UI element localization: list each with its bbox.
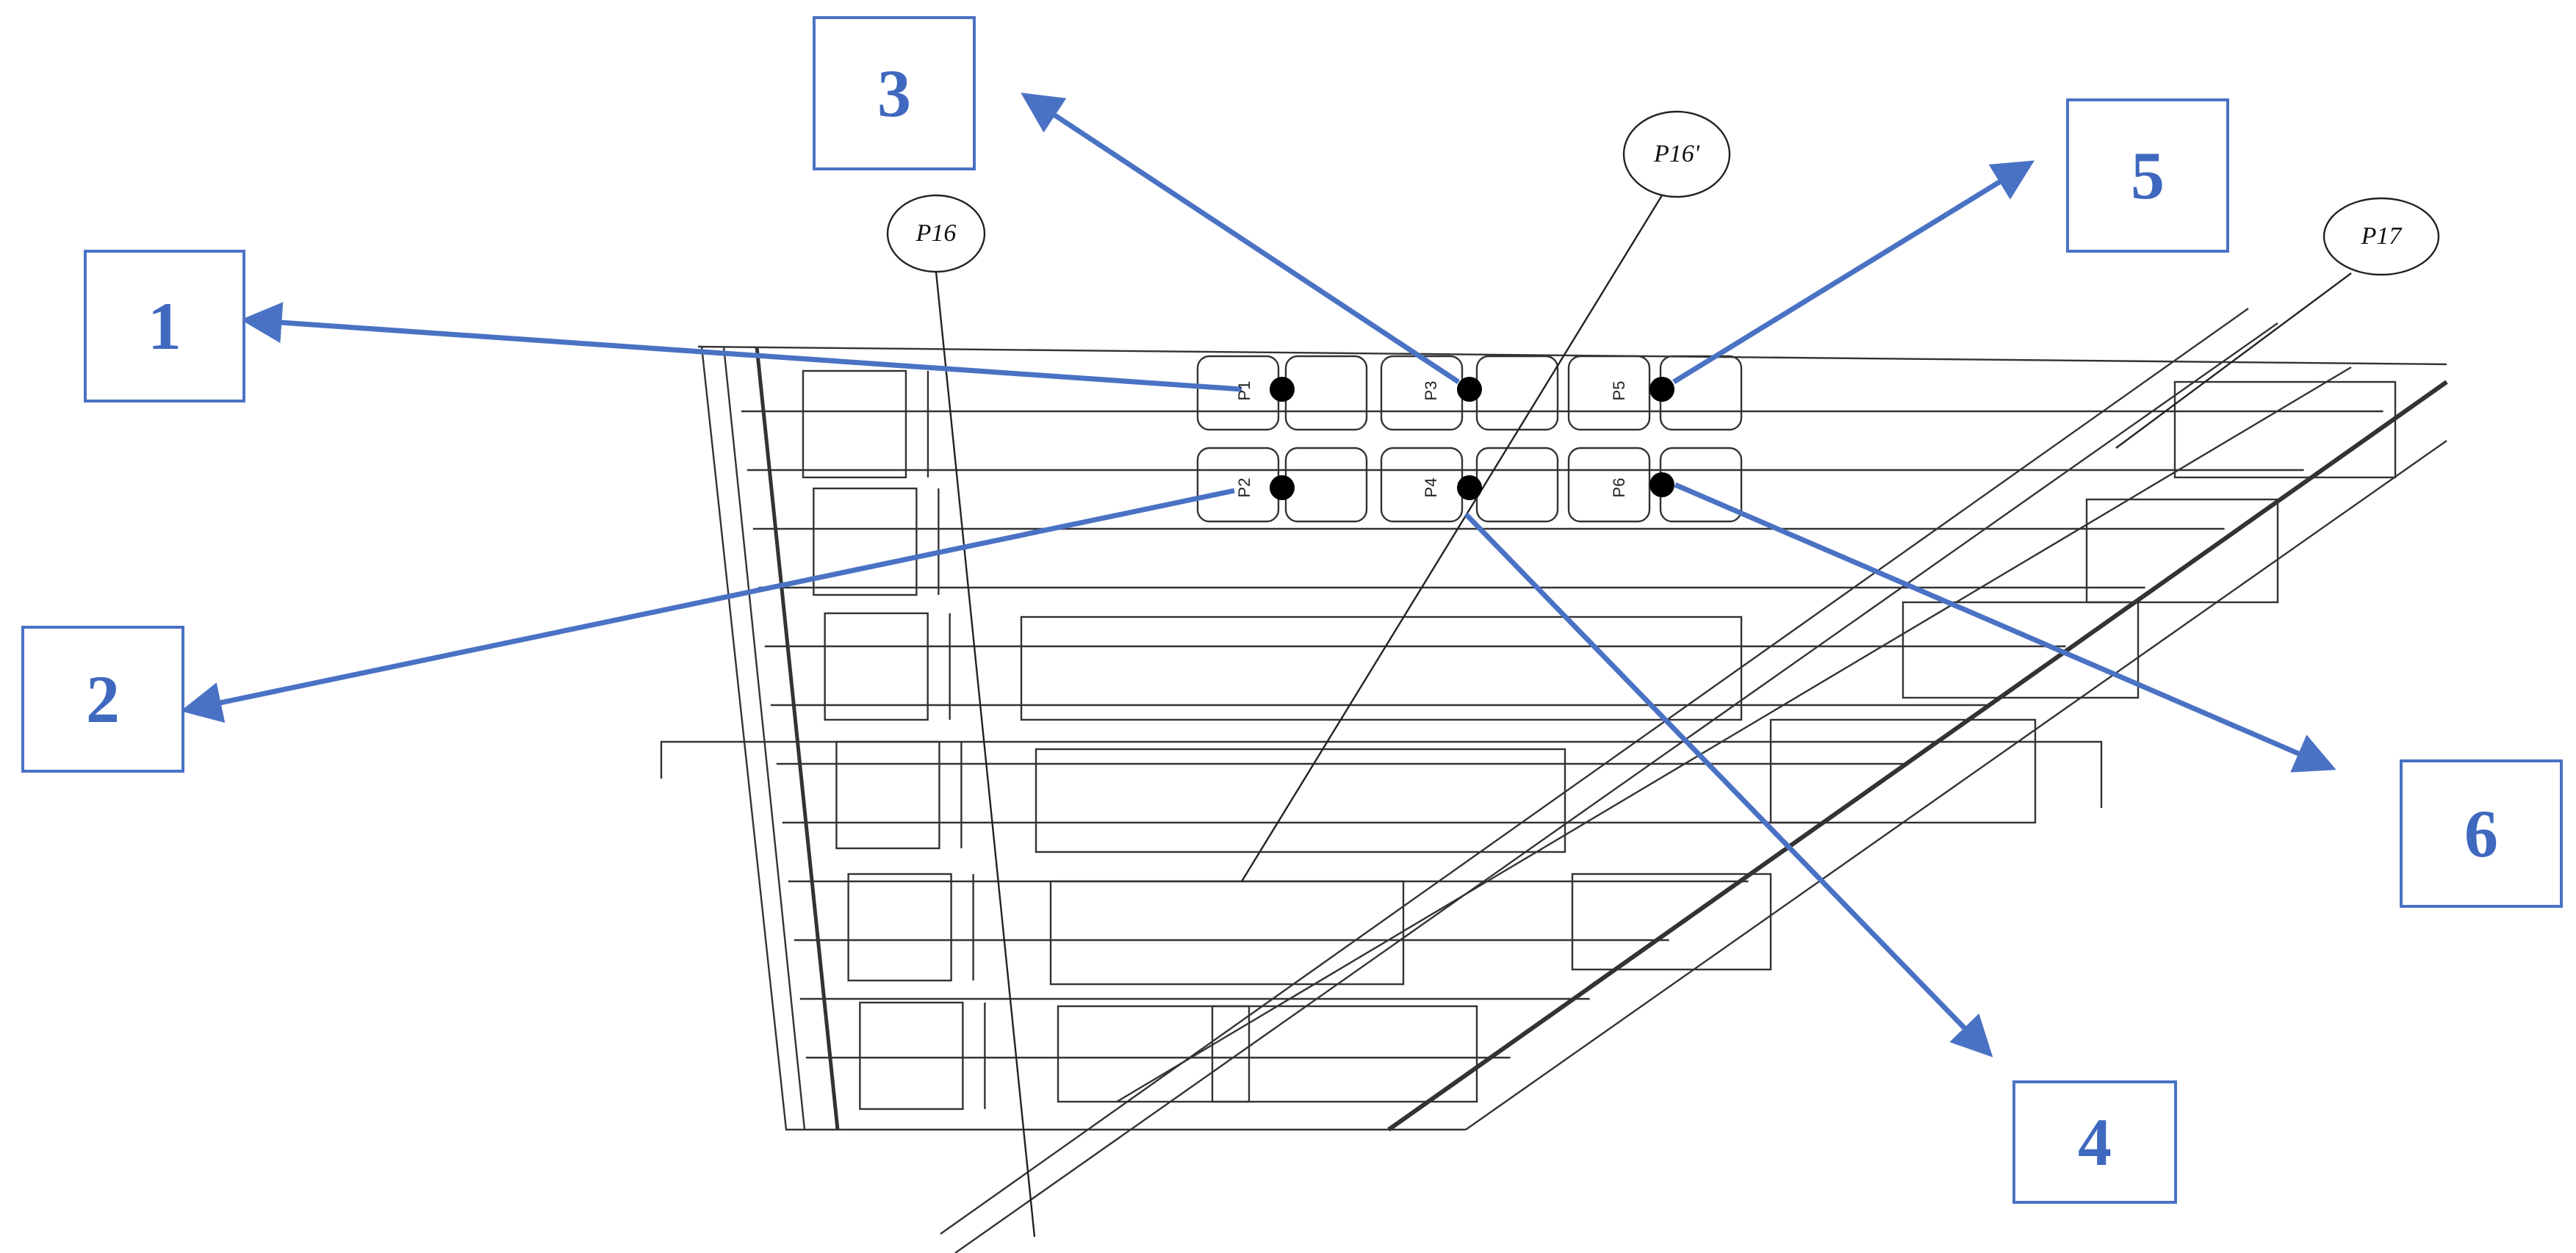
slab-diagonal-thick-edge	[1387, 380, 2448, 1132]
column-cell-4	[835, 740, 940, 850]
measurement-node-6	[1649, 472, 1674, 497]
panel-9	[2085, 498, 2279, 604]
column-cell-6	[859, 1001, 964, 1111]
callout-box-4: 4	[2012, 1080, 2177, 1204]
callout-box-2: 2	[21, 626, 184, 773]
node-frame-10	[1475, 447, 1559, 523]
grid-label-p16-prime: P16'	[1653, 140, 1700, 167]
node-frame-11	[1567, 447, 1651, 523]
slab-left-inner-edge	[722, 346, 806, 1130]
node-label-p3: P3	[1422, 380, 1440, 401]
column-cell-5	[847, 873, 952, 982]
node-frame-8	[1284, 447, 1368, 523]
grid-line-p16-prime	[1240, 195, 1663, 882]
callout-box-1: 1	[84, 250, 245, 402]
measurement-node-2	[1270, 475, 1295, 500]
node-label-p4: P4	[1422, 477, 1440, 498]
panel-1	[1020, 615, 1743, 721]
column-cell-2	[813, 487, 918, 596]
column-cell-3	[824, 612, 929, 721]
slab-left-thick-edge	[755, 346, 840, 1130]
grid-line-p16	[935, 271, 1036, 1238]
panel-8	[1902, 601, 2140, 699]
interior-diagonal-2	[954, 322, 2278, 1253]
measurement-node-4	[1457, 475, 1482, 500]
panel-2	[1035, 748, 1566, 853]
callout-box-5: 5	[2066, 98, 2229, 253]
node-frame-5	[1567, 355, 1651, 431]
plan-linework	[660, 308, 2448, 1253]
arrow-to-callout-1	[240, 302, 1242, 392]
grid-line-p17	[2115, 272, 2352, 449]
callout-box-6: 6	[2400, 759, 2563, 908]
node-frame-4	[1475, 355, 1559, 431]
measurement-node-5	[1649, 377, 1674, 402]
measurement-node-1	[1270, 377, 1295, 402]
panel-10	[2173, 380, 2397, 479]
arrow-to-callout-2	[180, 488, 1235, 723]
node-label-p1: P1	[1235, 380, 1253, 401]
grid-label-p17: P17	[2361, 223, 2402, 250]
arrow-to-callout-6	[1674, 482, 2336, 773]
section-cut-line	[660, 740, 2103, 808]
panel-3	[1049, 880, 1405, 986]
arrow-to-callout-5	[1672, 160, 2034, 384]
measurement-nodes	[1270, 377, 1674, 500]
interior-diagonal-1	[940, 308, 2249, 1235]
panel-7	[1769, 718, 2037, 824]
callout-arrows	[180, 93, 2336, 1058]
node-label-p5: P5	[1610, 380, 1628, 401]
callout-box-3: 3	[813, 16, 976, 170]
slab-diagonal-outer-edge	[1465, 440, 2447, 1130]
arrow-to-callout-4	[1464, 512, 1993, 1058]
node-frame-2	[1284, 355, 1368, 431]
panel-5	[1571, 873, 1772, 971]
measurement-node-3	[1457, 377, 1482, 402]
slab-top-edge	[697, 345, 2447, 366]
grid-label-p16: P16	[915, 220, 957, 247]
panel-6	[1211, 1005, 1478, 1103]
grid-bubble-3	[2323, 197, 2440, 276]
node-label-p6: P6	[1610, 477, 1628, 498]
arrow-to-callout-3	[1021, 93, 1460, 384]
panel-4	[1057, 1005, 1251, 1103]
grid-reference-lines	[886, 110, 2440, 1238]
node-label-p2: P2	[1235, 477, 1253, 498]
slab-left-bottom-edge	[700, 346, 1466, 1131]
interior-diagonal-3	[1116, 366, 2352, 1103]
grid-bubble-2	[1622, 110, 1731, 198]
column-cell-1	[802, 369, 907, 479]
